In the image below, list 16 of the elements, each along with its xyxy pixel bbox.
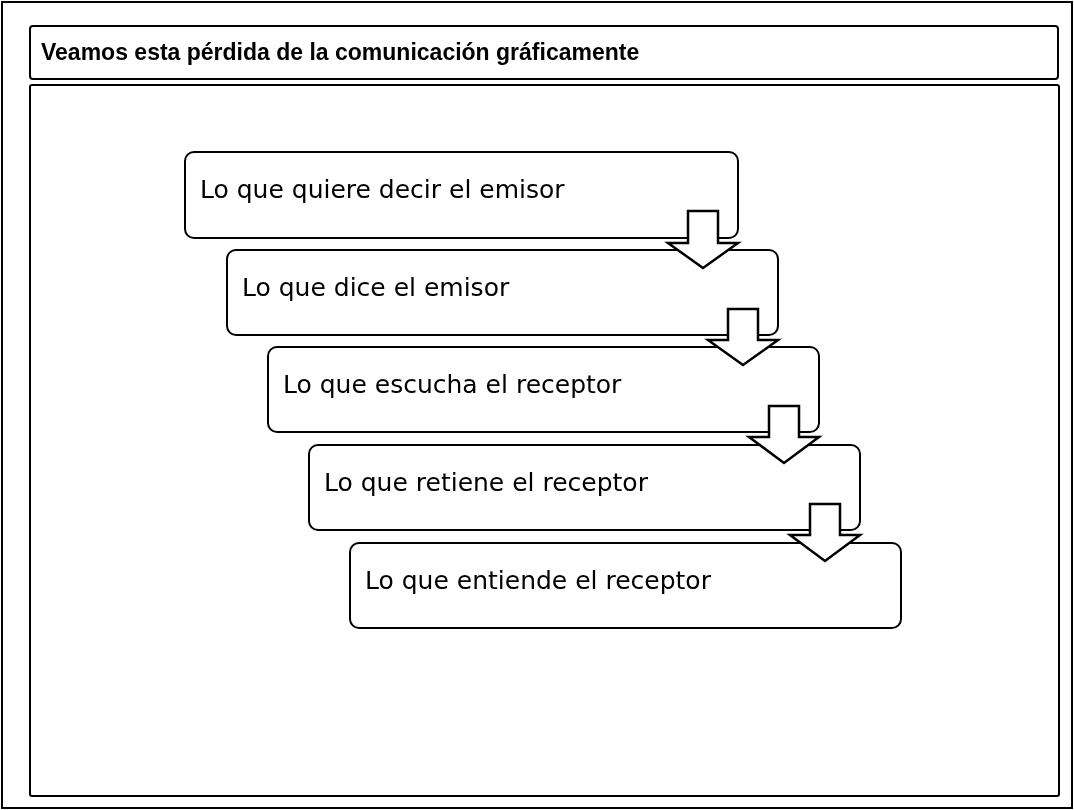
step-box — [226, 249, 779, 336]
step-box — [184, 151, 739, 239]
step-box — [349, 542, 902, 629]
block-arrow — [704, 307, 782, 367]
block-arrow — [786, 502, 864, 563]
content-panel — [29, 84, 1060, 797]
block-arrow — [664, 209, 742, 270]
title-bar: Veamos esta pérdida de la comunicación gráficamente — [29, 25, 1059, 80]
step-label: Lo que escucha el receptor — [283, 370, 622, 399]
step-box — [308, 444, 861, 531]
step-label: Lo que retiene el receptor — [324, 468, 648, 497]
step-label: Lo que entiende el receptor — [365, 566, 711, 595]
step-label: Lo que quiere decir el emisor — [200, 175, 565, 204]
step-label: Lo que dice el emisor — [242, 273, 510, 302]
block-arrow — [745, 404, 823, 465]
step-box — [267, 346, 820, 433]
